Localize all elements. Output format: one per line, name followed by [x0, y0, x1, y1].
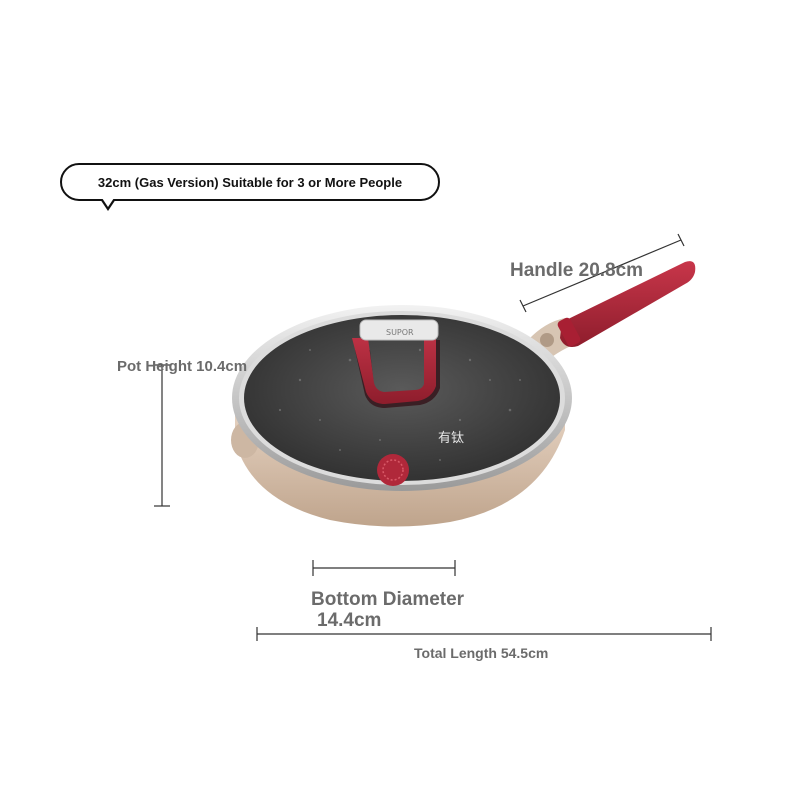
lid-brand: SUPOR: [386, 328, 414, 337]
total-length-label: Total Length 54.5cm: [414, 645, 549, 661]
callout-bubble: 32cm (Gas Version) Suitable for 3 or Mor…: [60, 163, 440, 201]
pan-logo: 有钛: [438, 431, 464, 446]
heat-indicator: [377, 454, 409, 486]
pot-height-label: Pot Height 10.4cm: [117, 358, 248, 375]
bottom-diameter-title: Bottom Diameter: [311, 589, 465, 610]
total-length-dimension-line: [256, 627, 712, 641]
callout-text: 32cm (Gas Version) Suitable for 3 or Mor…: [97, 174, 403, 190]
bottom-diameter-value: 14.4cm: [317, 610, 382, 631]
bottom-diameter-dimension-line: [312, 560, 456, 576]
lid-handle: SUPOR: [352, 319, 440, 408]
handle-length-label: Handle 20.8cm: [510, 260, 644, 281]
bottom-diameter-label: Bottom Diameter 14.4cm: [311, 589, 464, 631]
pot-height-dimension-line: [154, 364, 170, 507]
callout-tail-fill: [102, 198, 114, 207]
handle-dimension-line: [519, 233, 685, 313]
